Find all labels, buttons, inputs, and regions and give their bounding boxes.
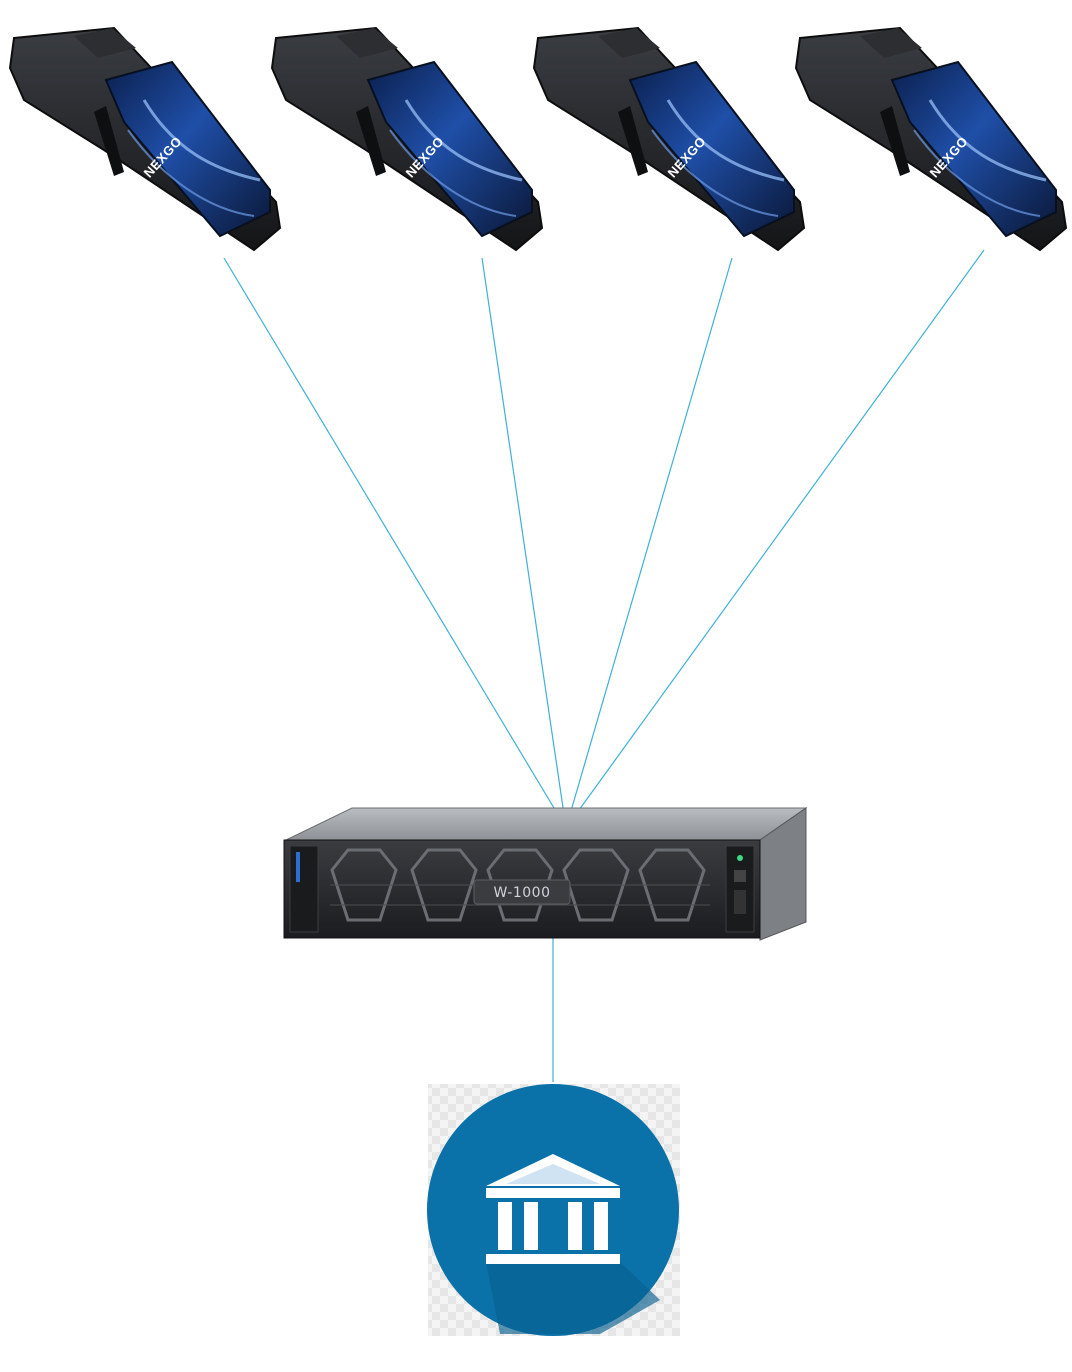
pos-terminal-icon — [270, 26, 544, 252]
rack-server-icon — [283, 807, 808, 941]
pos-terminal-icon — [8, 26, 282, 252]
pos-terminal-icon — [794, 26, 1068, 252]
server-label: W-1000 — [494, 885, 551, 901]
pos-terminal-icon — [532, 26, 806, 252]
rack-server: W-1000 — [283, 807, 808, 941]
connector-terminal-2 — [481, 257, 567, 829]
connector-terminal-3 — [565, 257, 733, 829]
bank — [427, 1084, 680, 1336]
connector-terminal-4 — [565, 249, 985, 829]
pos-terminal-1: NEXGO — [8, 26, 282, 252]
connector-terminal-1 — [223, 257, 567, 829]
pos-terminal-4: NEXGO — [794, 26, 1068, 252]
pos-terminal-3: NEXGO — [532, 26, 806, 252]
bank-building-icon — [427, 1084, 679, 1336]
terminal-connectors — [223, 249, 985, 829]
pos-terminal-2: NEXGO — [270, 26, 544, 252]
